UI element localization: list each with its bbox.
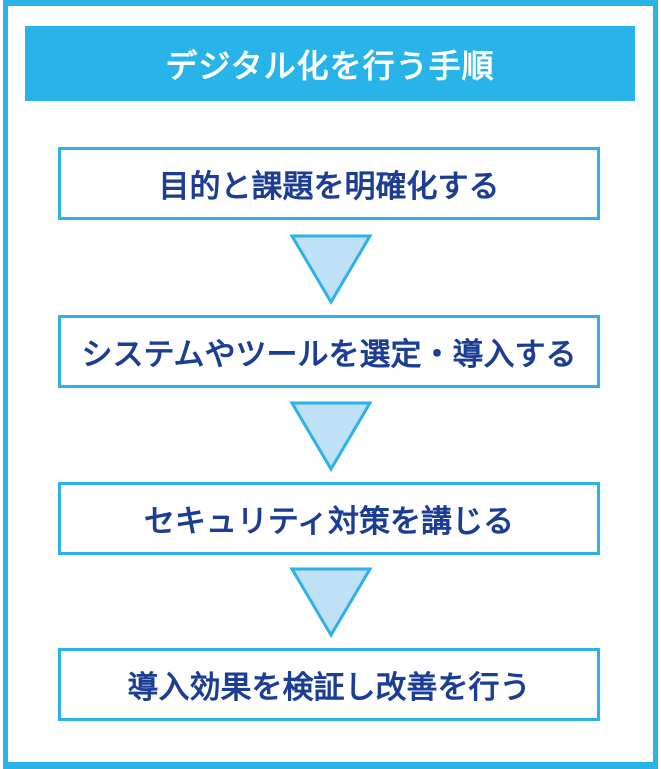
diagram-title-banner: デジタル化を行う手順 [25, 26, 635, 101]
step-box-1: 目的と課題を明確化する [58, 147, 600, 220]
step-4-label: 導入効果を検証し改善を行う [127, 670, 531, 705]
step-box-3: セキュリティ対策を講じる [58, 482, 600, 555]
step-box-2: システムやツールを選定・導入する [58, 315, 600, 388]
diagram-title: デジタル化を行う手順 [165, 47, 495, 84]
down-arrow-icon [289, 234, 373, 305]
down-arrow-icon [289, 567, 373, 638]
step-2-label: システムやツールを選定・導入する [81, 337, 577, 372]
step-1-label: 目的と課題を明確化する [158, 169, 500, 204]
step-box-4: 導入効果を検証し改善を行う [58, 648, 600, 721]
down-arrow-icon [289, 401, 373, 472]
step-3-label: セキュリティ対策を講じる [143, 504, 515, 539]
outer-frame-border [3, 0, 658, 769]
